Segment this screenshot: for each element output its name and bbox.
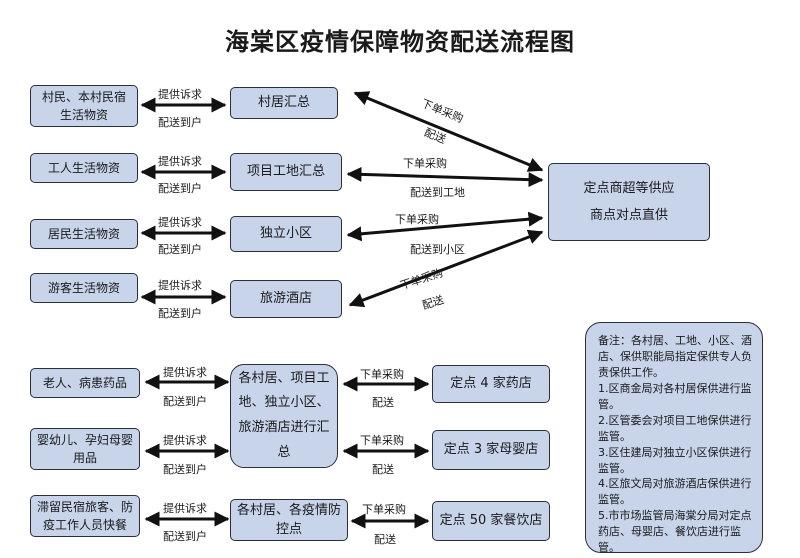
hub-community: 独立小区 [230, 216, 342, 252]
label-deliver-7: 配送 [374, 533, 396, 546]
label-deliver-home-6: 配送到户 [163, 463, 207, 476]
label-deliver-home-5: 配送到户 [163, 395, 207, 408]
note-item: 1.区商金局对各村居保供进行监管。 [598, 381, 752, 411]
note-item: 5.市市场监管局海棠分局对定点药店、母婴店、餐饮店进行监管。 [598, 509, 752, 555]
label-deliver-home-4: 配送到户 [158, 307, 202, 320]
label-order-5: 下单采购 [360, 368, 404, 381]
hub-village: 村居汇总 [230, 87, 338, 119]
label-deliver-5: 配送 [372, 396, 394, 409]
label-request-5: 提供诉求 [163, 366, 207, 379]
label-order-7: 下单采购 [362, 503, 406, 516]
note-intro: 备注：各村居、工地、小区、酒店、保供职能局指定保供专人负责保供工作。 [598, 334, 752, 379]
source-residents: 居民生活物资 [30, 219, 138, 249]
source-stranded: 滞留民宿旅客、防疫工作人员快餐 [30, 495, 140, 537]
supplier-maternal: 定点 3 家母婴店 [432, 430, 550, 470]
supplier-restaurant: 定点 50 家餐饮店 [432, 501, 550, 541]
label-request-4: 提供诉求 [158, 279, 202, 292]
main-supplier: 定点商超等供应 商点对点直供 [548, 163, 710, 241]
note-item: 2.区管委会对项目工地保供进行监管。 [598, 413, 752, 443]
hub-hotel: 旅游酒店 [230, 280, 342, 318]
note-box: 备注：各村居、工地、小区、酒店、保供职能局指定保供专人负责保供工作。 1.区商金… [585, 322, 763, 555]
note-item: 3.区住建局对独立小区保供进行监管。 [598, 445, 752, 475]
source-workers: 工人生活物资 [30, 153, 138, 183]
supplier-pharmacy: 定点 4 家药店 [432, 365, 550, 403]
hub-epidemic: 各村居、各疫情防控点 [230, 499, 348, 541]
label-deliver-home-7: 配送到户 [163, 530, 207, 543]
source-infants: 婴幼儿、孕妇母婴用品 [30, 428, 140, 470]
label-request-2: 提供诉求 [158, 155, 202, 168]
main-supplier-line1: 定点商超等供应 [583, 180, 675, 196]
label-order-2: 下单采购 [403, 157, 447, 170]
hub-summary: 各村居、项目工地、独立小区、旅游酒店进行汇总 [230, 364, 338, 468]
source-villagers: 村民、本村民宿生活物资 [30, 85, 138, 127]
label-deliver-community: 配送到小区 [410, 243, 465, 256]
label-order-3: 下单采购 [395, 213, 439, 226]
source-tourists: 游客生活物资 [30, 273, 138, 303]
label-request-6: 提供诉求 [163, 434, 207, 447]
note-item: 4.区旅文局对旅游酒店保供进行监管。 [598, 477, 752, 507]
source-elderly: 老人、病患药品 [30, 368, 140, 398]
hub-project: 项目工地汇总 [230, 153, 342, 191]
label-deliver-home-2: 配送到户 [158, 182, 202, 195]
label-request-1: 提供诉求 [158, 88, 202, 101]
label-request-7: 提供诉求 [163, 502, 207, 515]
label-request-3: 提供诉求 [158, 216, 202, 229]
label-deliver-site: 配送到工地 [410, 186, 465, 199]
label-order-6: 下单采购 [360, 434, 404, 447]
main-supplier-line2: 商点对点直供 [589, 208, 668, 223]
label-deliver-home-1: 配送到户 [158, 116, 202, 129]
label-deliver-6: 配送 [372, 463, 394, 476]
page-title: 海棠区疫情保障物资配送流程图 [225, 27, 575, 56]
label-deliver-home-3: 配送到户 [158, 243, 202, 256]
